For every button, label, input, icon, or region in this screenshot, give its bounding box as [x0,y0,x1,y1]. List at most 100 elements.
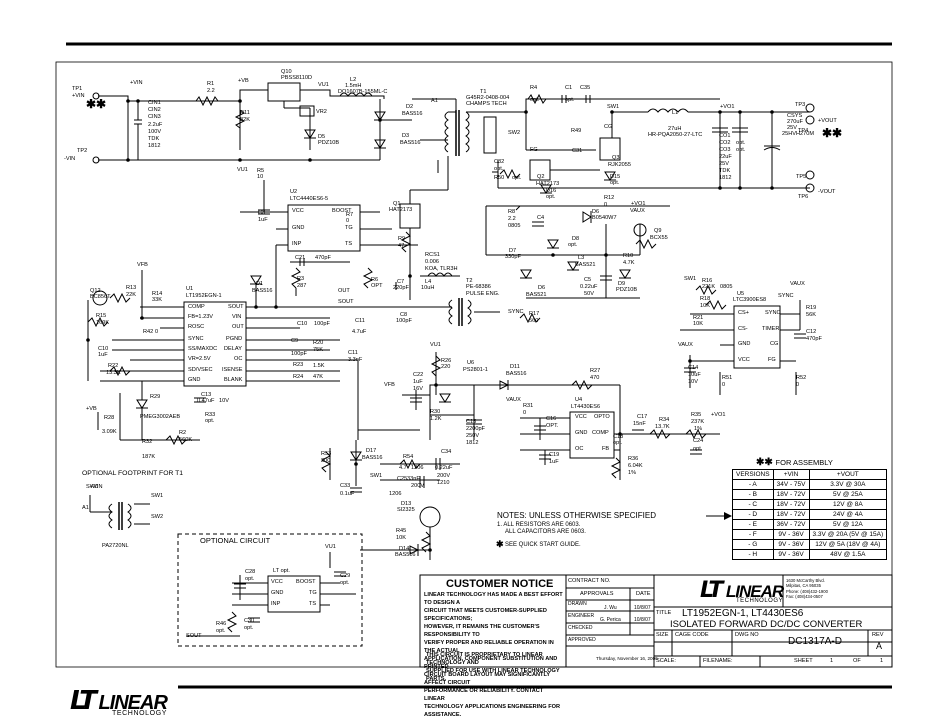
schematic-label: R17 [529,311,539,317]
schematic-label: opt. [565,97,575,103]
schematic-label: TP6 [798,194,808,200]
print-date: Thursday, November 16, 2006 [596,656,658,661]
schematic-label: TP2 [77,148,87,154]
contract-no: CONTRACT NO. [568,578,611,584]
assembly-marker-left: ✱✱ [86,97,107,111]
schematic-label: BC856T [90,294,111,300]
engineer-label: ENGINEER [568,613,595,619]
customer-notice-title: CUSTOMER NOTICE [446,578,554,590]
schematic-label: VCC [292,208,304,214]
schematic-label: VAUX [506,397,521,403]
schematic-label: CIN3 [148,114,161,120]
schematic-label: T1 [480,89,487,95]
schematic-label: C9 [291,338,298,344]
schematic-label: VAUX [790,281,805,287]
schematic-label: SOUT [228,304,244,310]
assembly-cell: 18V - 72V [772,509,810,520]
customer-notice-line: PERFORMANCE OR RELIABILITY. CONTACT LINE… [424,688,544,702]
schematic-label: 287 [297,283,306,289]
schematic-label: R8 [508,209,515,215]
schematic-label: 33nF [407,476,420,482]
schematic-label: SOUT [186,633,202,639]
schematic-label: opt. [216,628,226,634]
schematic-label: +VO1 [711,412,725,418]
schematic-label: 0 [523,410,526,416]
schematic-label: 0 [155,329,158,335]
schematic-label: R23 [293,362,303,368]
schematic-label: VIN [232,314,241,320]
schematic-label: -VOUT [818,189,836,195]
schematic-label: INP [271,601,281,607]
schematic-label: 330pF [505,254,521,260]
schematic-label: LT1952EGN-1 [186,293,222,299]
schematic-label: D6 [592,209,599,215]
schematic-label: DELAY [224,346,242,352]
schematic-label: TP5 [796,174,806,180]
assembly-col-versions: VERSIONS [732,469,774,480]
schematic-label: +VO1 [631,201,645,207]
schematic-label: SYNC [508,309,524,315]
assembly-star-icon: ✱✱ [756,457,776,468]
schematic-label: R9 [398,236,405,242]
schematic-label: 25V [719,161,729,167]
schematic-label: OC [234,356,242,362]
schematic-labels: TP1+VIN+VINCIN1CIN2CIN32.2uF100VTDK1812T… [64,69,837,639]
title-label: TITLE [656,610,672,616]
schematic-label: C35 [580,85,590,91]
schematic-label: D6 [538,285,545,291]
schematic-label: R26 [441,358,451,364]
schematic-label: C34 [441,449,451,455]
schematic-label: CHAMPS TECH [466,101,507,107]
schematic-label: L2 [350,77,356,83]
schematic-label: R7 [346,212,353,218]
schematic-label: PDZ10B [318,140,339,146]
schematic-label: 0.22uF [580,284,598,290]
assembly-cell: - C [732,499,774,510]
schematic-label: GND [271,590,283,596]
schematic-label: 4.7uF [352,329,367,335]
schematic-label: Q3 [612,155,619,161]
schematic-label: 2200pF [466,426,486,432]
schematic-label: 0.006 [425,259,439,265]
schematic-label: R10 [623,253,633,259]
schematic-label: 2.2 [207,88,215,94]
schematic-label: 0 [796,382,799,388]
schematic-label: 200 [321,458,330,464]
schematic-label: SW0 [86,484,98,490]
schematic-label: C33 [340,483,350,489]
schematic-label: VFB [137,262,148,268]
assembly-cell: 12V @ 8A [808,499,888,510]
schematic-label: FB [602,446,609,452]
schematic-label: SYNC [765,310,781,316]
schematic-label: RJK2055 [608,162,631,168]
schematic-label: BAS516 [400,140,421,146]
schematic-label: GND [575,430,587,436]
engineer-date: 10/8/07 [634,617,651,623]
schematic-label: Q2 [537,174,544,180]
schematic-label: D9 [618,281,625,287]
schematic-label: SW1 [684,276,696,282]
dwg-no-value: DC1317A-D [788,636,842,647]
schematic-label: opt. [512,175,522,181]
schematic-label: VAUX [630,208,645,214]
schematic-label: C19 [549,452,559,458]
schematic-label: C8 [400,312,407,318]
approvals-label: APPROVALS [580,591,614,597]
schematic-label: R5 [257,168,264,174]
schematic-label: VU1 [325,544,336,550]
schematic-label: R32 [142,439,152,445]
customer-notice-line: VERIFY PROPER AND RELIABLE OPERATION IN … [424,640,554,654]
size-label: SIZE [656,632,669,638]
schematic-label: 0805 [720,284,732,290]
assembly-header-row: VERSIONS +VIN +VOUT [732,469,888,480]
footer-logo-text: LINEAR [98,692,167,714]
schematic-label: SW1 [607,104,619,110]
schematic-label: TS [345,241,352,247]
schematic-label: BAS521 [575,262,596,268]
schematic-label: D16 [546,188,556,194]
schematic-label: 10V [219,398,229,404]
assembly-cell: 9V - 36V [772,549,810,560]
assembly-cell: - D [732,509,774,520]
